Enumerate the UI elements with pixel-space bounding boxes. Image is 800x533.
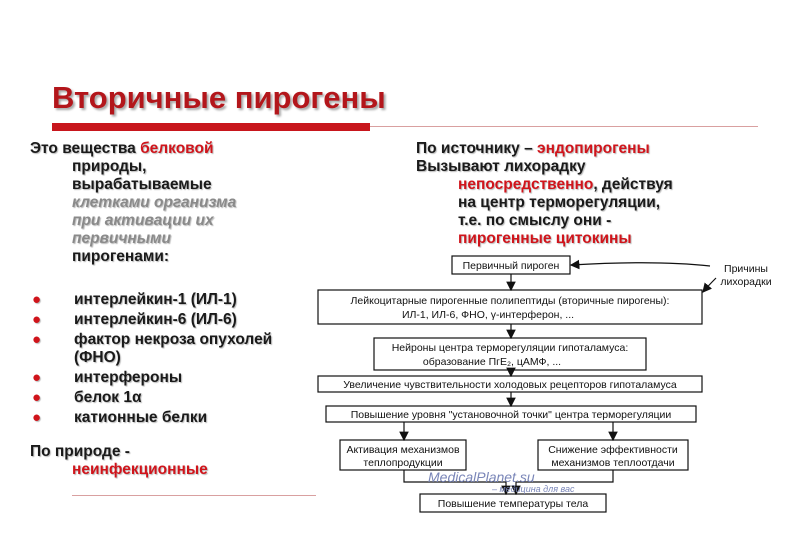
- list-item: ●интерфероны: [32, 369, 183, 386]
- arrow-heatprod-to-result: [403, 470, 511, 496]
- definition-text: Это вещества белковой природы, вырабатыв…: [30, 140, 320, 266]
- bullet-icon: ●: [32, 311, 42, 328]
- definition-line-2: природы,: [72, 158, 147, 175]
- cause-line-3: на центр терморегуляции,: [458, 194, 661, 211]
- bullet-icon: ●: [32, 331, 42, 348]
- nature-value: неинфекционные: [72, 461, 208, 478]
- definition-grey-2: при активации их: [72, 212, 214, 229]
- cause-direct: непосредственно: [458, 176, 594, 193]
- slide-title: Вторичные пирогены: [52, 80, 386, 115]
- list-item: ●фактор некроза опухолей (ФНО): [32, 331, 273, 366]
- definition-grey-1: клетками организма: [72, 194, 237, 211]
- label-setpoint: Повышение уровня "установочной точки" це…: [351, 409, 672, 421]
- bullet-icon: ●: [32, 389, 42, 406]
- bullet-icon: ●: [32, 409, 42, 426]
- definition-line-4: пирогенами:: [72, 248, 170, 265]
- arrow-causes-to-leuko: [702, 277, 717, 293]
- cause-line-5: пирогенные цитокины: [458, 230, 632, 247]
- definition-grey-3: первичными: [72, 230, 171, 247]
- source-value: эндопирогены: [537, 140, 650, 157]
- label-neurons-line-1: Нейроны центра терморегуляции гипоталаму…: [392, 342, 629, 354]
- definition-line-3: вырабатываемые: [72, 176, 212, 193]
- label-receptor-sensitivity: Увеличение чувствительности холодовых ре…: [343, 379, 677, 391]
- nature-text: По природе - неинфекционные: [30, 443, 320, 479]
- list-item: ●катионные белки: [32, 409, 208, 426]
- cause-line-1: Вызывают лихорадку: [416, 158, 586, 175]
- label-causes-line-1: Причины: [724, 263, 768, 275]
- arrow-causes-to-primary: [569, 259, 711, 270]
- list-item: ●интерлейкин-6 (ИЛ-6): [32, 311, 237, 328]
- title-divider-line: [370, 126, 758, 127]
- label-heatprod-line-2: теплопродукции: [363, 457, 442, 469]
- label-heatprod-line-1: Активация механизмов: [346, 444, 460, 456]
- nature-label: По природе -: [30, 443, 130, 460]
- watermark-site: MedicalPlanet.su: [428, 469, 535, 485]
- label-causes-line-2: лихорадки: [720, 276, 771, 288]
- label-temperature-rise: Повышение температуры тела: [438, 498, 589, 510]
- list-item: ●интерлейкин-1 (ИЛ-1): [32, 291, 237, 308]
- box-leukocyte-pyrogens: [317, 289, 703, 325]
- pyrogen-list: ●интерлейкин-1 (ИЛ-1) ●интерлейкин-6 (ИЛ…: [30, 291, 320, 429]
- title-underline-bar: [52, 123, 370, 131]
- definition-prefix: Это вещества: [30, 140, 141, 157]
- label-heatloss-line-2: механизмов теплоотдачи: [551, 457, 674, 469]
- watermark-slogan: – медицина для вас: [491, 484, 575, 494]
- source-text: По источнику – эндопирогены Вызывают лих…: [416, 140, 776, 248]
- label-leuko-line-2: ИЛ-1, ИЛ-6, ФНО, γ-интерферон, ...: [402, 309, 574, 321]
- label-primary-pyrogen: Первичный пироген: [463, 260, 560, 272]
- label-neurons-line-2: образование ПгЕ₂, цАМФ, ...: [423, 356, 561, 368]
- cause-line-2-rest: , действуя: [593, 176, 673, 193]
- bullet-icon: ●: [32, 291, 42, 308]
- cause-line-4: т.е. по смыслу они -: [458, 212, 612, 229]
- arrow-heatloss-to-result: [511, 470, 614, 496]
- fever-flowchart: Первичный пироген Лейкоцитарные пирогенн…: [317, 255, 772, 513]
- label-heatloss-line-1: Снижение эффективности: [548, 444, 678, 456]
- bullet-icon: ●: [32, 369, 42, 386]
- fever-flowchart-panel: Первичный пироген Лейкоцитарные пирогенн…: [316, 250, 788, 526]
- list-item: ●белок 1α: [32, 389, 142, 406]
- definition-protein: белковой: [140, 140, 214, 157]
- label-leuko-line-1: Лейкоцитарные пирогенные полипептиды (вт…: [351, 295, 670, 307]
- source-label: По источнику –: [416, 140, 538, 157]
- bottom-divider-line: [72, 495, 316, 496]
